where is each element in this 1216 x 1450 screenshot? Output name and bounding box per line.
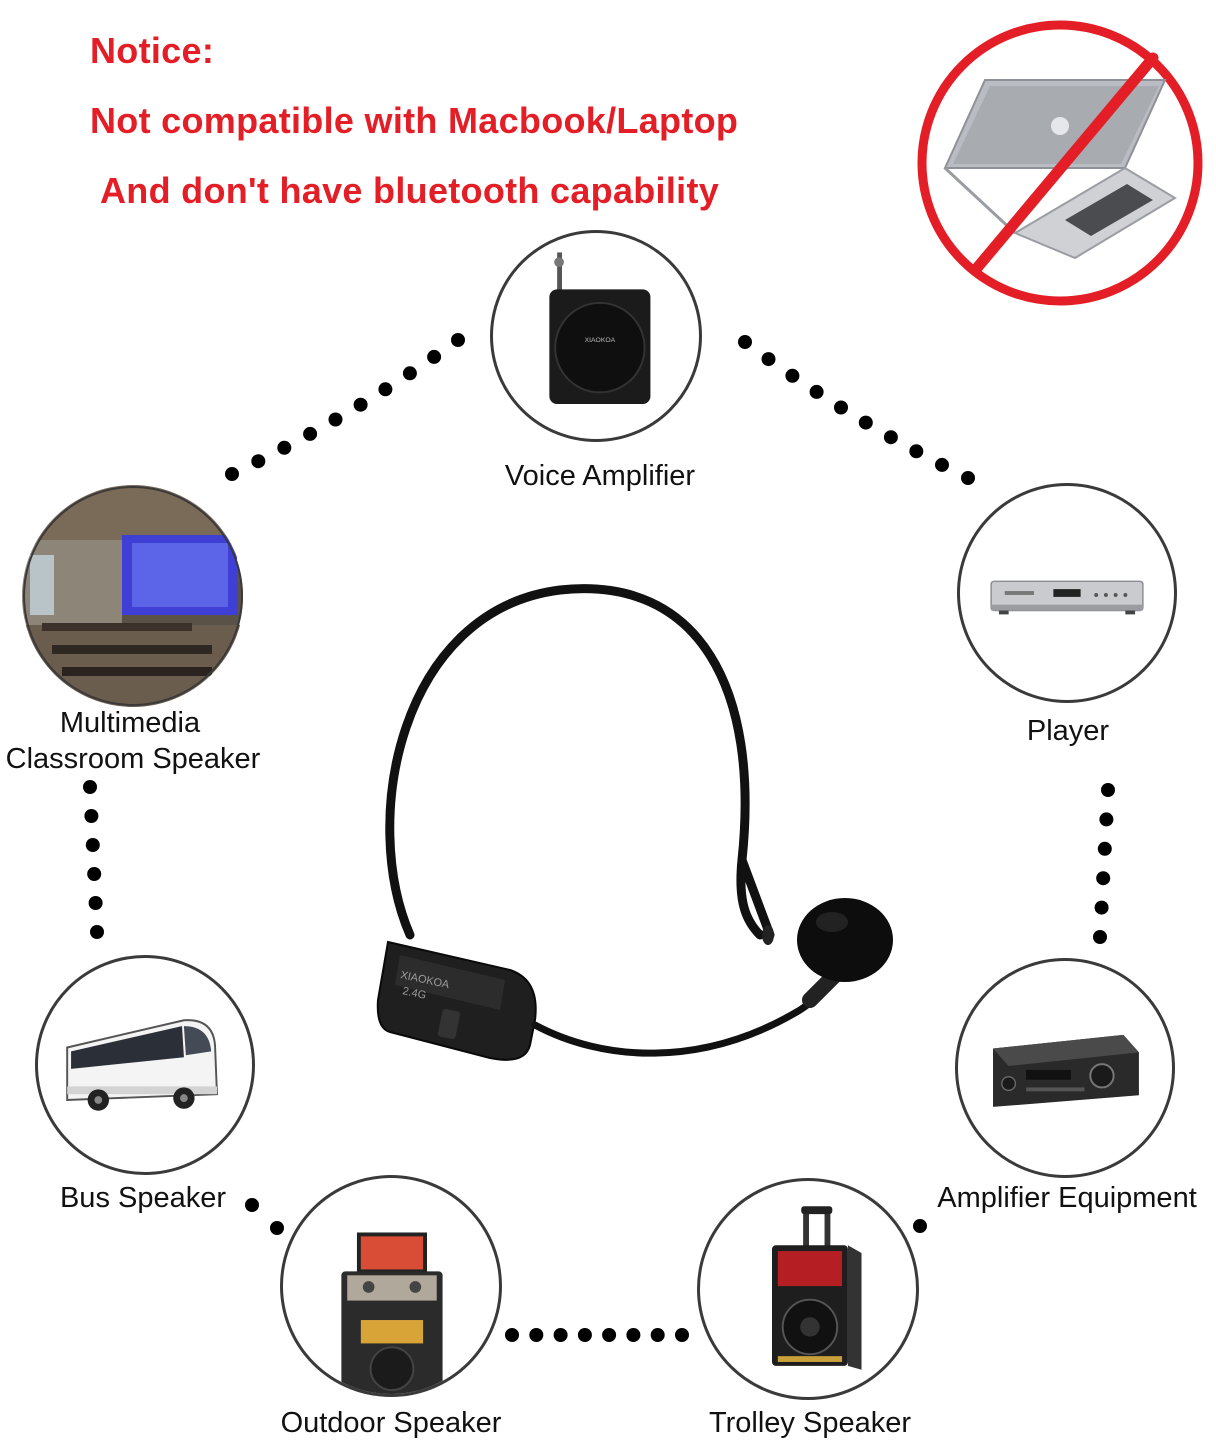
trolley-speaker-icon <box>772 1206 862 1370</box>
connector-dot <box>785 368 800 383</box>
connector-dot <box>83 780 97 794</box>
outdoor-speaker-label: Outdoor Speaker <box>280 1407 502 1439</box>
connector-dot <box>270 1221 284 1235</box>
connector-dot <box>961 471 975 485</box>
connector-dot <box>809 384 824 399</box>
connector-dot <box>225 467 239 481</box>
connector-dot <box>85 838 100 852</box>
connector-dot <box>602 1328 617 1342</box>
voice-amplifier-circle: XIAOKOA <box>490 230 702 442</box>
connector-dot <box>935 457 949 472</box>
connector-dot <box>251 454 266 469</box>
connector-dot <box>909 444 924 459</box>
connector-dot <box>303 426 318 441</box>
connector-dot <box>505 1328 519 1342</box>
notice-line-macbook: Not compatible with Macbook/Laptop <box>90 100 739 141</box>
connector-dot <box>761 352 776 367</box>
connector-dot <box>626 1328 641 1342</box>
trolley-speaker-label: Trolley Speaker <box>708 1407 911 1439</box>
connector-dot <box>402 366 417 381</box>
outdoor-speaker-circle <box>280 1175 502 1397</box>
connector-dot <box>90 925 104 939</box>
headset-microphone-icon: XIAOKOA 2.4G <box>376 584 893 1061</box>
voice-amplifier-label: Voice Amplifier <box>504 460 696 492</box>
connector-dot <box>650 1328 665 1342</box>
connector-dot <box>834 400 848 415</box>
connector-dot <box>529 1328 544 1342</box>
connector-dot <box>883 430 898 445</box>
bus-speaker-circle <box>35 955 255 1175</box>
connector-dot <box>378 382 393 397</box>
amplifier-equipment-label: Amplifier Equipment <box>937 1182 1197 1214</box>
player-circle <box>957 483 1177 703</box>
connector-dot <box>1099 812 1114 827</box>
notice-line-bluetooth: And don't have bluetooth capability <box>100 170 720 211</box>
connector-dot <box>277 440 292 455</box>
av-receiver-icon <box>993 1034 1139 1107</box>
connector-dot <box>1093 930 1107 944</box>
player-device-icon <box>990 580 1144 615</box>
multimedia-label-line1: Multimedia <box>59 707 201 739</box>
connector-dot <box>84 809 99 823</box>
connector-dot <box>553 1328 568 1342</box>
player-label: Player <box>1026 715 1110 747</box>
connector-dot <box>427 349 442 364</box>
connector-dot <box>1101 783 1115 797</box>
connector-dot <box>738 335 752 349</box>
outdoor-speaker-icon <box>341 1232 443 1394</box>
connector-dot <box>1097 841 1112 856</box>
multimedia-label-line2: Classroom Speaker <box>5 743 261 775</box>
bus-icon <box>66 1019 218 1111</box>
connector-dot <box>353 397 368 412</box>
connector-dot <box>245 1198 259 1212</box>
connector-dot <box>577 1328 592 1342</box>
amplifier-equipment-circle <box>955 958 1175 1178</box>
connector-dot <box>328 412 343 427</box>
classroom-photo-icon <box>22 485 244 707</box>
trolley-speaker-circle <box>697 1178 919 1400</box>
connector-dot <box>88 896 103 910</box>
voice-amplifier-icon: XIAOKOA <box>549 252 651 405</box>
no-laptop-icon <box>917 20 1203 306</box>
connector-dot <box>858 415 873 430</box>
multimedia-classroom-circle <box>22 485 244 707</box>
bus-speaker-label: Bus Speaker <box>59 1182 227 1214</box>
connector-dot <box>675 1328 689 1342</box>
connector-dot <box>451 333 465 347</box>
svg-text:XIAOKOA: XIAOKOA <box>585 337 616 344</box>
connector-dot <box>87 867 102 881</box>
connector-dot <box>1094 900 1109 915</box>
notice-heading: Notice: <box>90 30 215 71</box>
product-band-text: 2.4G <box>401 985 427 1002</box>
connector-dot <box>1096 871 1111 886</box>
